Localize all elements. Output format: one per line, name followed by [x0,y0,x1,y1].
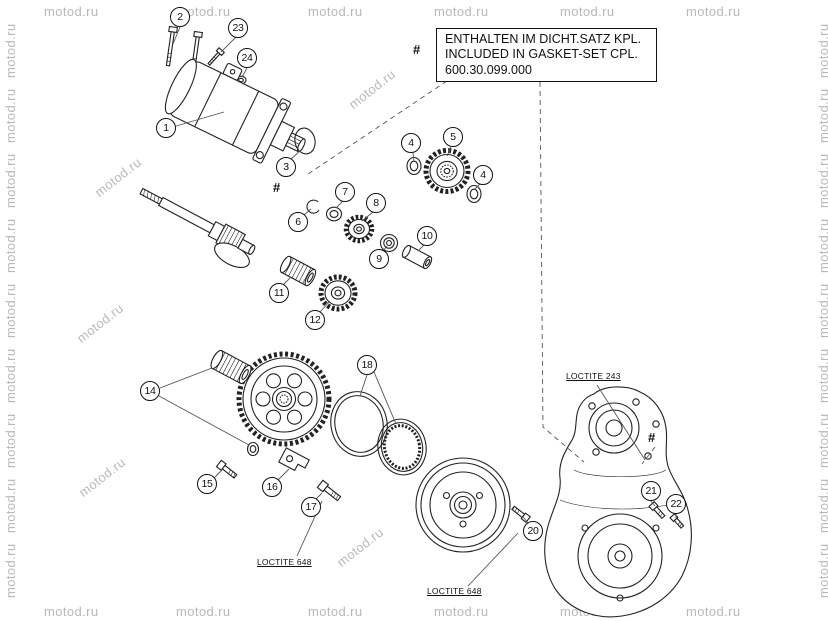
ball-bearing [379,233,399,253]
watermark-text: motod.ru [686,604,741,619]
small-screw [207,47,226,66]
o-ring [294,127,316,155]
watermark-text: motod.ru [44,4,99,19]
shim-washer [466,184,482,204]
callout-5: 5 [443,127,463,147]
flywheel-rotor [415,457,511,553]
note-line-english: INCLUDED IN GASKET-SET CPL. [445,47,638,62]
callout-4a: 4 [401,133,421,153]
watermark-text: motod.ru [560,4,615,19]
callout-20: 20 [523,521,543,541]
watermark-text: motod.ru [434,4,489,19]
watermark-text: motod.ru [308,4,363,19]
callout-4b: 4 [473,165,493,185]
callout-16: 16 [262,477,282,497]
callout-9: 9 [369,249,389,269]
washer [325,206,343,222]
gasket-hash-cover: # [648,430,656,445]
callout-21: 21 [641,481,661,501]
watermark-text: motod.ru [176,604,231,619]
watermark-text: motod.ru [434,604,489,619]
loctite-243-label: LOCTITE 243 [566,371,621,381]
retainer-bolt [316,479,342,502]
note-part-number: 600.30.099.000 [445,62,532,77]
callout-3: 3 [276,157,296,177]
idler-gear-small [318,274,358,312]
loctite-648-label-right: LOCTITE 648 [427,586,482,596]
watermark-text: motod.ru [44,604,99,619]
needle-bearing [210,349,252,385]
callout-24: 24 [237,48,257,68]
callout-17: 17 [301,497,321,517]
gasket-hash-symbol: # [413,42,421,57]
gasket-hash-oring: # [273,180,281,195]
callout-23: 23 [228,18,248,38]
callout-7: 7 [335,182,355,202]
gasket-note-box: ENTHALTEN IM DICHT.SATZ KPL. INCLUDED IN… [436,28,657,82]
callout-22: 22 [666,494,686,514]
starter-pinion-gear [343,214,375,244]
callout-2: 2 [170,7,190,27]
retainer-bolt [215,459,238,479]
cover-bolt [648,500,666,520]
callout-18: 18 [357,355,377,375]
starter-motor [164,58,306,164]
retainer-bracket [278,447,310,472]
clutch-shim-ring [330,391,388,457]
note-line-german: ENTHALTEN IM DICHT.SATZ KPL. [445,32,642,46]
callout-8: 8 [366,193,386,213]
watermark-text: motod.ru [686,4,741,19]
callout-6: 6 [288,212,308,232]
callout-12: 12 [305,310,325,330]
callout-15: 15 [197,474,217,494]
callout-14: 14 [140,381,160,401]
watermark-text: motod.ru [308,604,363,619]
callout-10: 10 [417,226,437,246]
loctite-648-label-left: LOCTITE 648 [257,557,312,567]
rotor-screw [511,505,532,524]
needle-sleeve [279,255,317,287]
balancer-shaft [139,187,256,268]
starter-ring-gear [377,418,427,476]
shim-washer-small [246,441,260,457]
engine-cover [544,386,692,618]
callout-1: 1 [156,118,176,138]
spacer-sleeve [401,244,433,270]
starter-idler-gear [423,148,471,194]
gasket-reference-lines [304,80,656,465]
freewheel-gear [236,351,332,447]
callout-11: 11 [269,283,289,303]
circlip [306,199,320,214]
motor-through-bolt [165,25,178,67]
